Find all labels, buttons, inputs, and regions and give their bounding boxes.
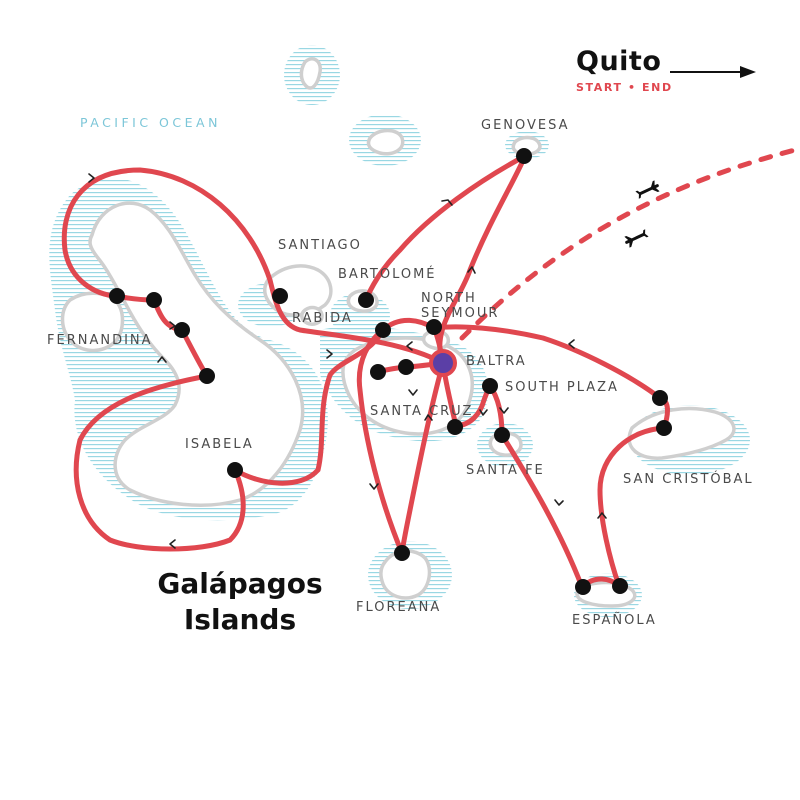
arrow-chevron — [369, 483, 379, 490]
place-label-north-seymour: NORTH SEYMOUR — [421, 291, 500, 321]
stop-dot-icon — [426, 319, 442, 335]
stop-dot-icon — [575, 579, 591, 595]
arrow-chevron — [467, 266, 476, 274]
stop-dot-icon — [612, 578, 628, 594]
start-end-city: Quito — [576, 46, 662, 77]
island-san-cristobal — [627, 406, 736, 460]
stop-dot-icon — [370, 364, 386, 380]
place-label-santa-cruz: SANTA CRUZ — [370, 404, 474, 419]
arrow-chevron — [441, 199, 453, 206]
arrow-chevron — [408, 389, 418, 396]
hub-marker-icon — [429, 349, 457, 377]
place-label-san-cristobal: SAN CRISTÓBAL — [623, 472, 754, 487]
arrow-chevron — [326, 349, 333, 359]
place-label-south-plaza: SOUTH PLAZA — [505, 380, 619, 395]
place-label-fernandina: FERNANDINA — [47, 333, 153, 348]
island-pinta — [299, 57, 322, 90]
stop-dot-icon — [398, 359, 414, 375]
place-label-floreana: FLOREANA — [356, 600, 442, 615]
arrow-chevron — [499, 407, 509, 414]
direction-arrows — [88, 173, 607, 549]
arrow-chevron — [568, 339, 575, 349]
stop-dot-icon — [375, 322, 391, 338]
island-marchena — [366, 128, 405, 156]
map-title-line1: Galápagos — [157, 567, 323, 600]
place-label-espanola: ESPAÑOLA — [572, 613, 657, 628]
ocean-label: PACIFIC OCEAN — [80, 115, 221, 130]
arrow-chevron — [424, 414, 433, 421]
airplane-icon — [624, 229, 649, 248]
island-floreana — [379, 549, 432, 600]
arrow-chevron — [479, 409, 488, 416]
route-isabela-loop — [61, 167, 446, 552]
place-label-santa-fe: SANTA FE — [466, 463, 545, 478]
arrow-chevron — [169, 321, 176, 330]
stop-dot-icon — [272, 288, 288, 304]
arrow-chevron — [88, 173, 95, 183]
map-title: Galápagos Islands — [120, 566, 360, 638]
map-title-line2: Islands — [183, 603, 297, 636]
arrow-chevron — [157, 356, 167, 363]
stop-dot-icon — [394, 545, 410, 561]
island-rabida — [300, 305, 324, 326]
airplane-icon — [635, 180, 660, 199]
route-stops — [109, 148, 672, 595]
place-label-bartolome: BARTOLOMÉ — [338, 267, 437, 282]
start-end-subtitle: START • END — [576, 81, 673, 94]
stop-dot-icon — [109, 288, 125, 304]
arrow-right-icon — [670, 66, 756, 78]
stop-dot-icon — [199, 368, 215, 384]
stop-dot-icon — [174, 322, 190, 338]
place-label-genovesa: GENOVESA — [481, 118, 570, 133]
route-south-plaza — [440, 360, 505, 438]
flight-path — [459, 147, 798, 341]
place-label-rabida: RABIDA — [292, 311, 353, 326]
arrow-chevron — [169, 539, 176, 549]
arrow-chevron — [597, 512, 607, 519]
place-label-santiago: SANTIAGO — [278, 238, 362, 253]
arrow-chevron — [406, 341, 413, 351]
stop-dot-icon — [447, 419, 463, 435]
place-label-baltra: BALTRA — [466, 354, 527, 369]
stop-dot-icon — [227, 462, 243, 478]
stop-dot-icon — [358, 292, 374, 308]
stop-dot-icon — [516, 148, 532, 164]
stop-dot-icon — [652, 390, 668, 406]
stop-dot-icon — [656, 420, 672, 436]
arrow-chevron — [554, 499, 564, 506]
stop-dot-icon — [494, 427, 510, 443]
stop-dot-icon — [482, 378, 498, 394]
stop-dot-icon — [146, 292, 162, 308]
place-label-isabela: ISABELA — [185, 437, 254, 452]
